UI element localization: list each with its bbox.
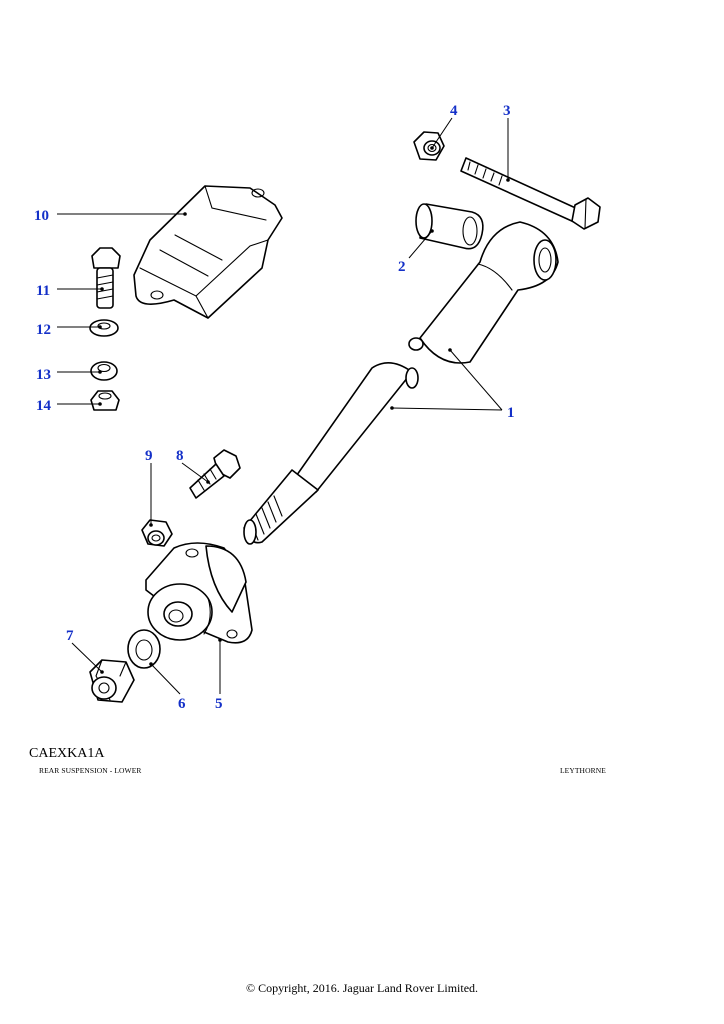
callout-9: 9 bbox=[145, 448, 153, 464]
part-6-washer[interactable] bbox=[127, 629, 161, 669]
copyright-notice: © Copyright, 2016. Jaguar Land Rover Lim… bbox=[245, 981, 479, 995]
part-10-bracket[interactable] bbox=[133, 185, 283, 319]
part-1-arm-lower[interactable] bbox=[243, 362, 419, 545]
callout-8: 8 bbox=[176, 448, 184, 464]
part-12-washer[interactable] bbox=[89, 319, 119, 337]
leader-lines bbox=[57, 117, 510, 695]
callout-labels: 1 2 3 4 5 6 7 8 9 10 11 12 13 14 bbox=[34, 103, 515, 712]
diagram-caption: REAR SUSPENSION - LOWER bbox=[39, 766, 142, 775]
callout-2: 2 bbox=[398, 259, 406, 275]
part-1-arm-upper[interactable] bbox=[408, 221, 559, 364]
callout-6: 6 bbox=[178, 696, 186, 712]
part-2-bush[interactable] bbox=[415, 203, 484, 250]
part-9-nut[interactable] bbox=[141, 519, 173, 547]
callout-13: 13 bbox=[36, 367, 51, 383]
callout-7: 7 bbox=[66, 628, 74, 644]
part-13-spring-washer[interactable] bbox=[90, 361, 118, 381]
callout-14: 14 bbox=[36, 398, 52, 414]
callout-3: 3 bbox=[503, 103, 511, 119]
part-14-nut[interactable] bbox=[90, 390, 120, 411]
callout-1: 1 bbox=[507, 405, 515, 421]
callout-4: 4 bbox=[450, 103, 458, 119]
callout-11: 11 bbox=[36, 283, 50, 299]
part-5-bush-assembly[interactable] bbox=[145, 542, 253, 644]
callout-12: 12 bbox=[36, 322, 51, 338]
callout-10: 10 bbox=[34, 208, 49, 224]
diagram-source: LEYTHORNE bbox=[560, 766, 606, 775]
diagram-code: CAEXKA1A bbox=[29, 746, 105, 761]
part-4-nut[interactable] bbox=[413, 131, 445, 161]
part-11-bolt[interactable] bbox=[91, 247, 121, 309]
callout-5: 5 bbox=[215, 696, 223, 712]
part-3-bolt[interactable] bbox=[460, 157, 601, 230]
